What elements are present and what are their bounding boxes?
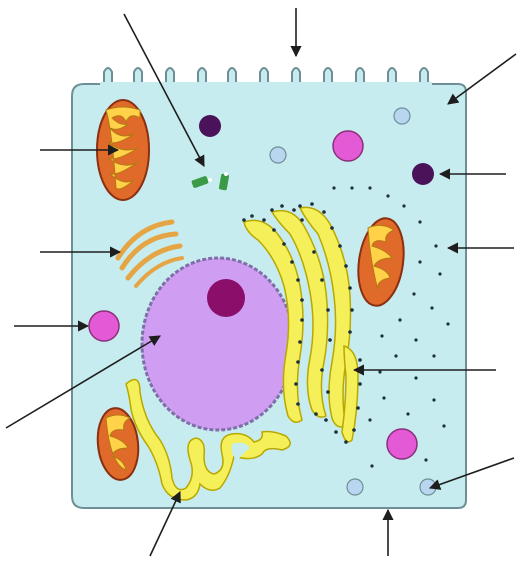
vesicle-dark-right xyxy=(412,163,434,185)
nucleolus xyxy=(207,279,245,317)
vesicle-blue-1 xyxy=(270,147,286,163)
pointer-cell-membrane xyxy=(448,54,516,104)
vesicle-dark-top xyxy=(199,115,221,137)
nucleus xyxy=(142,258,294,430)
lysosome-bottom-right xyxy=(387,429,417,459)
lysosome-left xyxy=(89,311,119,341)
vesicle-blue-2 xyxy=(394,108,410,124)
lysosome-top xyxy=(333,131,363,161)
vesicle-blue-3 xyxy=(347,479,363,495)
